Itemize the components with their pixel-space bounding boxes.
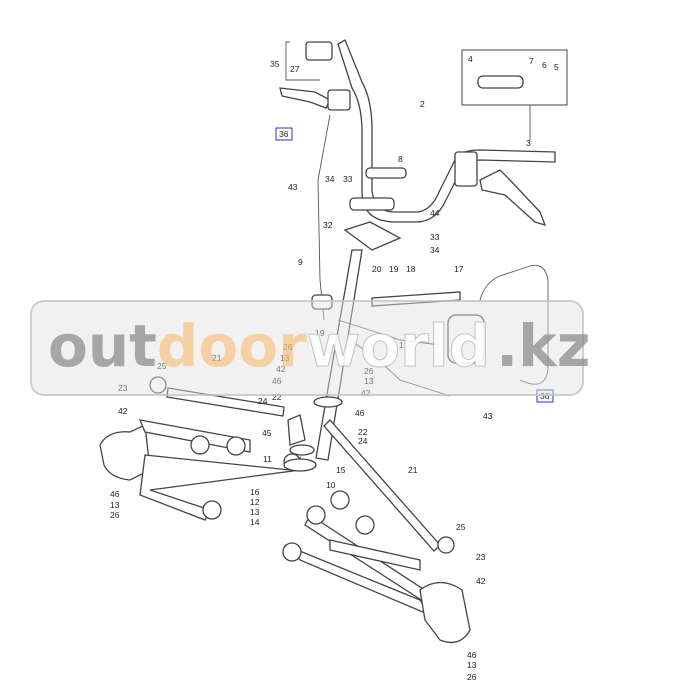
part-label-43: 43 — [288, 182, 298, 192]
watermark-door: door — [156, 312, 307, 380]
part-label-35: 35 — [270, 59, 280, 69]
part-label-26: 26 — [110, 510, 120, 520]
part-label-34: 34 — [430, 245, 440, 255]
part-label-46: 46 — [272, 376, 282, 386]
part-label-26: 26 — [364, 366, 374, 376]
part-label-2: 2 — [420, 99, 425, 109]
grip-box — [461, 49, 568, 106]
watermark-out: out — [48, 312, 157, 380]
watermark-kz: .kz — [496, 312, 591, 380]
part-label-5: 5 — [554, 62, 559, 72]
part-label-7: 7 — [529, 56, 534, 66]
part-label-27: 27 — [290, 64, 300, 74]
part-label-26: 26 — [467, 672, 477, 682]
part-label-19: 19 — [315, 328, 325, 338]
part-label-42: 42 — [361, 388, 371, 398]
part-label-1: 1 — [399, 340, 404, 350]
part-label-12: 12 — [250, 497, 260, 507]
part-label-44: 44 — [430, 208, 440, 218]
part-label-4: 4 — [468, 54, 473, 64]
part-label-26: 26 — [283, 342, 293, 352]
part-label-46: 46 — [467, 650, 477, 660]
part-label-33: 33 — [430, 232, 440, 242]
part-label-45: 45 — [262, 428, 272, 438]
part-label-42: 42 — [476, 576, 486, 586]
part-label-10: 10 — [326, 480, 336, 490]
part-label-25: 25 — [157, 361, 167, 371]
part-label-13: 13 — [110, 500, 120, 510]
label-box — [275, 127, 293, 141]
part-label-42: 42 — [118, 406, 128, 416]
part-label-20: 20 — [372, 264, 382, 274]
part-label-23: 23 — [476, 552, 486, 562]
part-label-33: 33 — [343, 174, 353, 184]
part-label-42: 42 — [276, 364, 286, 374]
part-label-17: 17 — [454, 264, 464, 274]
label-box — [536, 389, 554, 403]
part-label-22: 22 — [272, 392, 282, 402]
part-label-46: 46 — [355, 408, 365, 418]
part-label-6: 6 — [542, 60, 547, 70]
part-label-23: 23 — [118, 383, 128, 393]
part-label-15: 15 — [336, 465, 346, 475]
watermark — [30, 300, 584, 396]
part-label-16: 16 — [250, 487, 260, 497]
part-label-24: 24 — [358, 436, 368, 446]
part-label-46: 46 — [110, 489, 120, 499]
part-label-32: 32 — [323, 220, 333, 230]
part-label-14: 14 — [250, 517, 260, 527]
part-label-21: 21 — [212, 353, 222, 363]
part-label-13: 13 — [364, 376, 374, 386]
part-label-43: 43 — [483, 411, 493, 421]
part-label-24: 24 — [258, 396, 268, 406]
part-label-9: 9 — [298, 257, 303, 267]
watermark-text: outdoorworld.kz — [48, 312, 591, 381]
part-label-36: 36 — [279, 129, 289, 139]
part-label-21: 21 — [408, 465, 418, 475]
part-label-11: 11 — [263, 454, 272, 464]
watermark-world: world — [306, 312, 491, 381]
part-label-18: 18 — [406, 264, 416, 274]
part-label-25: 25 — [456, 522, 466, 532]
part-label-13: 13 — [467, 660, 477, 670]
part-label-19: 19 — [389, 264, 399, 274]
part-label-8: 8 — [398, 154, 403, 164]
part-label-13: 13 — [250, 507, 260, 517]
part-label-3: 3 — [526, 138, 531, 148]
part-label-36: 36 — [540, 391, 550, 401]
part-label-13: 13 — [280, 353, 290, 363]
part-label-22: 22 — [358, 427, 368, 437]
part-label-34: 34 — [325, 174, 335, 184]
